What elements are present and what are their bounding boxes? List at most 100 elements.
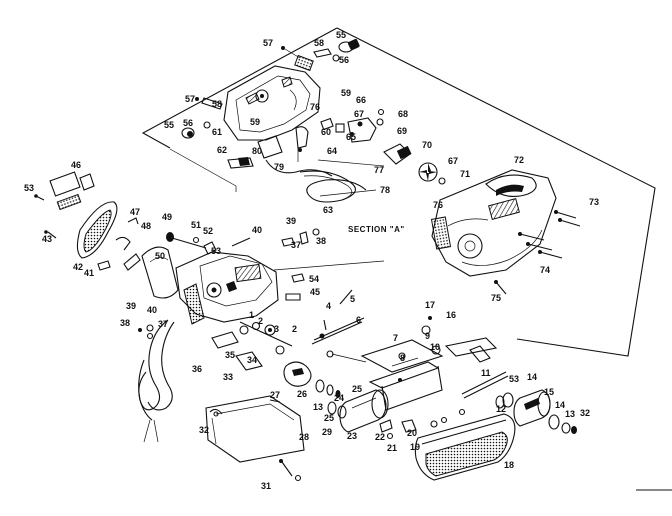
part-number-55: 55	[164, 120, 174, 130]
part-number-26: 26	[297, 389, 307, 399]
part-number-6: 6	[356, 315, 361, 325]
part-number-18: 18	[504, 460, 514, 470]
part-number-78: 78	[380, 185, 390, 195]
bottom-plate-28	[205, 395, 305, 463]
part-number-1: 1	[249, 310, 254, 320]
part-number-68: 68	[398, 109, 408, 119]
part-number-59: 59	[250, 117, 260, 127]
part-number-33: 33	[223, 372, 233, 382]
part-number-63: 63	[323, 205, 333, 215]
part-number-39: 39	[286, 216, 296, 226]
section-a-caption: SECTION "A"	[348, 225, 405, 234]
part-number-12: 12	[496, 404, 506, 414]
section-a-parts	[181, 39, 581, 295]
part-number-79: 79	[274, 162, 284, 172]
part-number-32: 32	[199, 425, 209, 435]
part-number-71: 71	[460, 169, 470, 179]
part-number-7: 7	[393, 333, 398, 343]
part-number-56: 56	[339, 55, 349, 65]
part-number-61: 61	[212, 127, 222, 137]
part-number-45: 45	[310, 287, 320, 297]
part-number-62: 62	[217, 145, 227, 155]
part-number-9: 9	[425, 331, 430, 341]
part-number-55: 55	[336, 30, 346, 40]
motor-housing-72	[430, 169, 557, 277]
part-number-36: 36	[192, 364, 202, 374]
part-number-58: 58	[314, 38, 324, 48]
part-number-60: 60	[321, 127, 331, 137]
part-number-20: 20	[407, 428, 417, 438]
part-number-37: 37	[158, 319, 168, 329]
gear-housing	[175, 251, 279, 325]
part-number-57: 57	[263, 38, 273, 48]
part-number-5: 5	[350, 294, 355, 304]
part-number-53: 53	[509, 374, 519, 384]
part-number-29: 29	[322, 427, 332, 437]
part-number-19: 19	[410, 442, 420, 452]
part-number-24: 24	[334, 393, 344, 403]
part-number-58: 58	[212, 99, 222, 109]
sanding-belt-18	[414, 413, 516, 481]
part-number-65: 65	[346, 132, 356, 142]
part-number-35: 35	[225, 350, 235, 360]
part-number-34: 34	[247, 355, 257, 365]
part-number-13: 13	[313, 402, 323, 412]
part-number-49: 49	[162, 212, 172, 222]
part-number-22: 22	[375, 432, 385, 442]
part-number-80: 80	[252, 146, 262, 156]
part-number-69: 69	[397, 126, 407, 136]
part-number-67: 67	[448, 156, 458, 166]
part-number-77: 77	[374, 165, 384, 175]
part-number-40: 40	[147, 305, 157, 315]
part-number-53: 53	[211, 246, 221, 256]
part-number-75: 75	[491, 293, 501, 303]
part-number-50: 50	[155, 251, 165, 261]
part-number-48: 48	[141, 221, 151, 231]
part-number-28: 28	[299, 432, 309, 442]
fan-71	[418, 162, 438, 182]
part-number-40: 40	[252, 225, 262, 235]
part-number-47: 47	[130, 207, 140, 217]
part-number-15: 15	[544, 387, 554, 397]
part-number-11: 11	[481, 368, 491, 378]
part-number-21: 21	[387, 443, 397, 453]
part-number-16: 16	[446, 310, 456, 320]
part-number-59: 59	[341, 88, 351, 98]
part-number-31: 31	[261, 481, 271, 491]
power-cord	[138, 319, 175, 443]
part-number-73: 73	[589, 197, 599, 207]
part-number-14: 14	[555, 400, 565, 410]
part-labels: SECTION "A" 1223456789101112131314141516…	[24, 30, 599, 491]
part-number-8: 8	[400, 353, 405, 363]
part-number-17: 17	[425, 300, 435, 310]
part-number-52: 52	[203, 226, 213, 236]
part-number-64: 64	[327, 146, 337, 156]
part-number-32: 32	[580, 408, 590, 418]
part-number-74: 74	[540, 265, 550, 275]
part-number-38: 38	[316, 236, 326, 246]
knob-55-top	[338, 39, 360, 53]
part-number-57: 57	[185, 94, 195, 104]
screws-73-74	[494, 210, 581, 295]
platen-frame	[360, 339, 444, 411]
part-number-56: 56	[183, 118, 193, 128]
part-number-42: 42	[73, 262, 83, 272]
section-a-frame	[141, 27, 656, 357]
part-number-2: 2	[258, 316, 263, 326]
part-number-46: 46	[71, 160, 81, 170]
main-assembly	[34, 171, 577, 482]
part-number-10: 10	[430, 342, 440, 352]
part-number-14: 14	[527, 372, 537, 382]
part-number-2: 2	[292, 324, 297, 334]
part-number-4: 4	[326, 301, 331, 311]
part-number-72: 72	[514, 155, 524, 165]
part-number-54: 54	[309, 274, 319, 284]
part-number-25: 25	[352, 384, 362, 394]
part-number-23: 23	[347, 431, 357, 441]
part-number-43: 43	[42, 234, 52, 244]
part-number-13: 13	[565, 409, 575, 419]
idler-15	[513, 389, 551, 427]
part-number-53: 53	[24, 183, 34, 193]
part-number-37: 37	[291, 240, 301, 250]
